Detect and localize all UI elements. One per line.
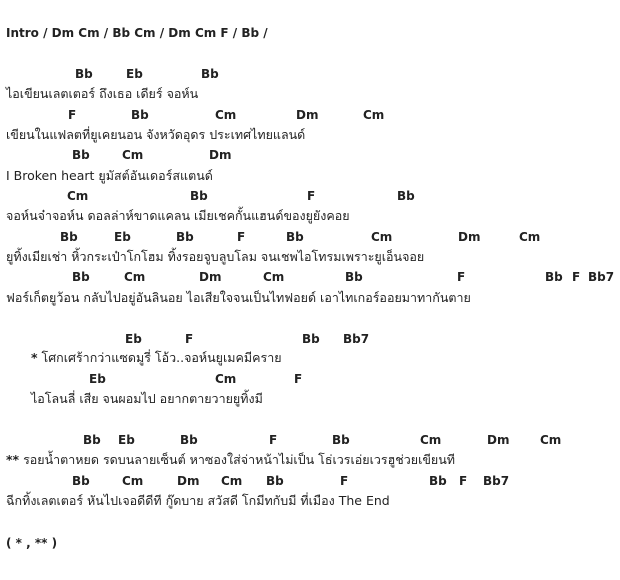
chord: Dm bbox=[458, 230, 481, 244]
lyric-text: รอยน้ำตาหยด รดบนลายเซ็นต์ หาซองใส่จ่าหน้… bbox=[23, 452, 455, 467]
chord: Bb bbox=[72, 474, 90, 488]
chord: Bb bbox=[83, 433, 101, 447]
chord: Bb bbox=[286, 230, 304, 244]
chord: Bb7 bbox=[343, 332, 370, 346]
chord: Eb bbox=[114, 230, 131, 244]
chord: Eb bbox=[126, 67, 143, 81]
chord: Cm bbox=[371, 230, 393, 244]
chord: Dm bbox=[199, 270, 222, 284]
chord: Bb bbox=[545, 270, 563, 284]
chord: Bb7 bbox=[588, 270, 615, 284]
chord: Dm bbox=[209, 148, 232, 162]
chord: Bb bbox=[397, 189, 415, 203]
chord: F bbox=[572, 270, 581, 284]
chord: Cm bbox=[363, 108, 385, 122]
lyric-line: ไอเขียนเลตเตอร์ ถึงเธอ เดียร์ จอห์น bbox=[6, 86, 199, 101]
lyric-line: จอห์นจ๋าจอห์น ดอลล่าห์ขาดแคลน เมียเชคกั้… bbox=[6, 208, 350, 223]
chord: Bb bbox=[302, 332, 320, 346]
chorus-marker: * bbox=[31, 350, 38, 365]
chord: Cm bbox=[215, 108, 237, 122]
chord: Bb bbox=[72, 148, 90, 162]
lyric-line: ** รอยน้ำตาหยด รดบนลายเซ็นต์ หาซองใส่จ่า… bbox=[6, 452, 455, 468]
chord: Bb bbox=[72, 270, 90, 284]
chord: Dm bbox=[487, 433, 510, 447]
chord: Bb bbox=[429, 474, 447, 488]
chorus-marker: ** bbox=[6, 452, 20, 467]
outro-line: ( * , ** ) bbox=[6, 536, 58, 550]
chord: Cm bbox=[124, 270, 146, 284]
chord: F bbox=[185, 332, 194, 346]
chord: Dm bbox=[296, 108, 319, 122]
chord: Bb bbox=[332, 433, 350, 447]
chord: Eb bbox=[89, 372, 106, 386]
chord: F bbox=[269, 433, 278, 447]
chord: Cm bbox=[540, 433, 562, 447]
chord: Cm bbox=[420, 433, 442, 447]
lyric-line: ฟอร์เก็ตยูว้อน กลับไปอยู่อันลินอย ไอเสีย… bbox=[6, 290, 471, 305]
chord: F bbox=[307, 189, 316, 203]
chord: Bb bbox=[190, 189, 208, 203]
lyric-line: ฉีกทิ้งเลตเตอร์ หันไปเจอดีดีที กู๊ดบาย ส… bbox=[6, 493, 390, 508]
chord: Cm bbox=[519, 230, 541, 244]
chord: Cm bbox=[263, 270, 285, 284]
chord: Bb bbox=[60, 230, 78, 244]
chord: F bbox=[340, 474, 349, 488]
chord: Cm bbox=[215, 372, 237, 386]
chord: Bb bbox=[266, 474, 284, 488]
chord: Bb bbox=[176, 230, 194, 244]
intro-line: Intro / Dm Cm / Bb Cm / Dm Cm F / Bb / bbox=[6, 26, 268, 40]
chord: F bbox=[237, 230, 246, 244]
lyric-line: * โศกเศร้ากว่าแซดมูรี่ โอ้ว..จอห์นยูเมคม… bbox=[31, 350, 282, 366]
chord: Eb bbox=[118, 433, 135, 447]
chord: F bbox=[459, 474, 468, 488]
chord: Bb bbox=[75, 67, 93, 81]
chord: Eb bbox=[125, 332, 142, 346]
chord: Bb bbox=[201, 67, 219, 81]
chord: Cm bbox=[221, 474, 243, 488]
chord: Bb bbox=[131, 108, 149, 122]
lyric-line: ไอโลนลี่ เสีย จนผอมไป อยากตายวายยูทิ้งมี bbox=[31, 391, 263, 406]
chord: Cm bbox=[67, 189, 89, 203]
chord: Dm bbox=[177, 474, 200, 488]
chord: F bbox=[294, 372, 303, 386]
chord: Cm bbox=[122, 474, 144, 488]
lyric-line: เขียนในแฟลตที่ยูเคยนอน จังหวัดอุดร ประเท… bbox=[6, 127, 306, 142]
chord: Bb bbox=[180, 433, 198, 447]
lyric-line: ยูทิ้งเมียเช่า หิ้วกระเป๋าโกโฮม ทิ้งรอยจ… bbox=[6, 249, 425, 264]
chord: Cm bbox=[122, 148, 144, 162]
chord: F bbox=[457, 270, 466, 284]
lyric-text: โศกเศร้ากว่าแซดมูรี่ โอ้ว..จอห์นยูเมคมีค… bbox=[41, 350, 282, 365]
chord: F bbox=[68, 108, 77, 122]
chord: Bb bbox=[345, 270, 363, 284]
chord: Bb7 bbox=[483, 474, 510, 488]
lyric-line: I Broken heart ยูมัสต์อันเดอร์สแตนด์ bbox=[6, 168, 213, 183]
